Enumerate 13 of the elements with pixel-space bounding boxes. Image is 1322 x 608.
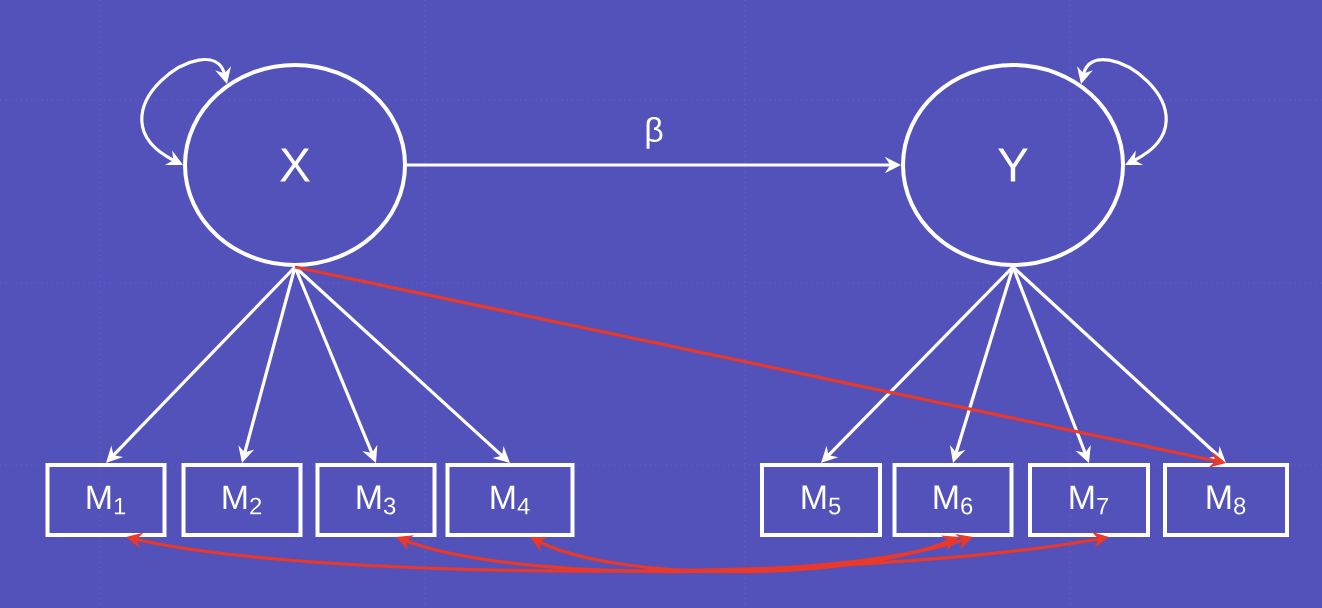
indicator-box: M$_{4}$ bbox=[445, 463, 575, 537]
edge-label: β bbox=[646, 117, 663, 149]
indicator-box: M$_{3}$ bbox=[315, 463, 437, 537]
indicator-box: M$_{2}$ bbox=[181, 463, 303, 537]
arrow bbox=[821, 265, 1015, 463]
indicator-box: M$_{8}$ bbox=[1163, 463, 1289, 537]
arrow bbox=[1011, 265, 1226, 463]
indicator-box: M$_{7}$ bbox=[1028, 463, 1150, 537]
arrow bbox=[106, 265, 297, 463]
indicator-box: M$_{1}$ bbox=[45, 463, 167, 537]
indicator-box: M$_{5}$ bbox=[760, 463, 882, 537]
loop-arrow bbox=[140, 58, 232, 166]
indicator-box: M$_{6}$ bbox=[892, 463, 1014, 537]
